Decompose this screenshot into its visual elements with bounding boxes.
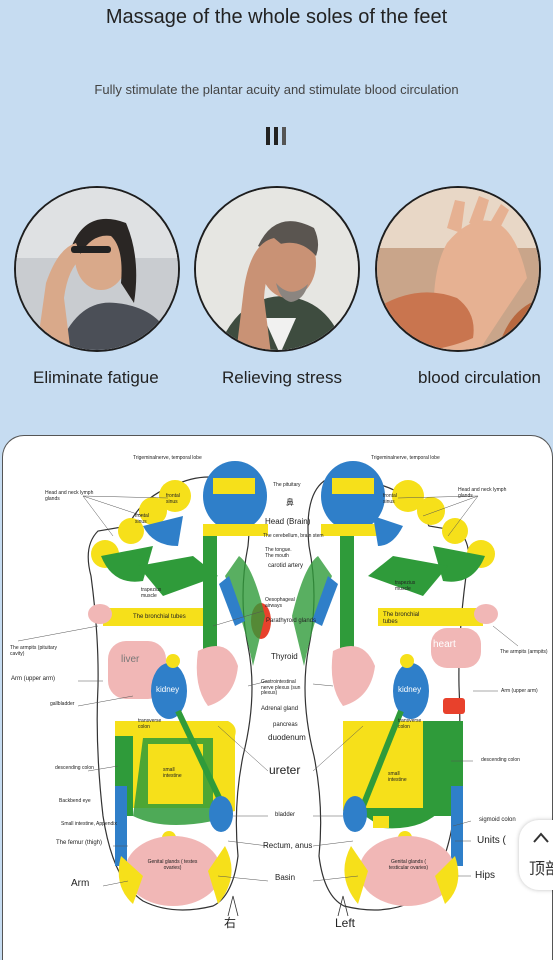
label-units: Units ( [477,835,506,846]
label-trapezius-left: trapezius muscle [141,587,162,599]
label-liver: liver [121,654,140,665]
label-pituitary: The pituitary [273,482,301,488]
label-tongue-mouth: The tongue. The mouth [265,547,292,559]
label-kidney-left: kidney [156,685,180,694]
foot-diagram [17,461,519,917]
label-bronchial-left: The bronchial tubes [133,614,186,620]
caption-fatigue: Eliminate fatigue [33,368,159,387]
label-adrenal: Adrenal gland [261,706,299,712]
label-rectum-anus: Rectum, anus [263,841,313,850]
left-arrow-icon [337,895,349,917]
label-head-brain: Head (Brain) [265,517,311,526]
label-arm-upper-left: Arm (upper arm) [11,676,56,682]
label-genital-left: Genital glands ( testes ovaries) [147,859,198,871]
label-lymph-right: Head and neck lymph glands [458,487,507,499]
reflexology-chart: Trigeminalnerve, temporal lobe Trigemina… [2,435,553,960]
label-sigmoid-colon: sigmoid colon [479,817,516,823]
back-to-top-label: 顶部 [529,859,553,878]
label-genital-right: Genital glands ( testicular ovaries) [388,859,429,871]
label-ureter: ureter [269,763,301,777]
label-kidney-right: kidney [398,685,422,694]
label-transverse-right: transverse colon [398,718,422,730]
label-lymph-left: Head and neck lymph glands [45,490,94,502]
label-thyroid: Thyroid [271,652,298,661]
label-femur: The femur (thigh) [56,840,103,846]
massage-photo [375,186,541,352]
label-bladder: bladder [275,812,296,818]
caption-circulation: blood circulation [418,368,541,387]
label-left-foot: Left [335,916,356,930]
right-foot [87,461,271,911]
label-frontal-sinus-2: frontal sinus [135,513,149,525]
label-oesophageal: Oesophageal airways [265,597,295,609]
label-descending-colon: descending colon [55,765,94,771]
page-subtitle: Fully stimulate the plantar acuity and s… [94,82,459,97]
label-arm-upper-right: Arm (upper arm) [501,688,538,694]
right-arrow-icon [227,895,239,917]
label-gastro: Gastrointestinal nerve plexus (sun plexu… [261,679,301,696]
label-small-intestine-appendix: Small intestine, Appendix [61,821,117,827]
label-descending-colon-right: descending colon [481,757,520,763]
label-nose: 鼻 [286,498,294,507]
label-small-intestine-right: small intestine [388,771,407,783]
label-cerebellum: The cerebellum, brain stem [263,533,324,539]
label-backbend-eye: Backbend eye [59,798,91,804]
label-trigeminal-right: Trigeminalnerve, temporal lobe [371,455,440,461]
caption-stress: Relieving stress [222,368,342,387]
back-to-top-button[interactable]: 顶部 [519,820,553,890]
left-foot [292,461,498,911]
label-frontal-sinus-1: frontal sinus [166,493,180,505]
label-hips: Hips [475,870,496,881]
label-basin: Basin [275,873,296,882]
leader-lines [17,495,519,887]
label-bronchial-right: The bronchial tubes [383,612,420,625]
label-pancreas: pancreas [273,722,298,728]
fatigue-photo [14,186,180,352]
label-heart: heart [433,639,456,650]
label-armpits-left: The armpits (pituitary cavity) [10,645,57,657]
stress-photo [194,186,360,352]
label-trapezius-right: trapezius muscle [395,580,416,592]
label-small-intestine-left: small intestine [163,767,182,779]
label-carotid: carotid artery [268,563,304,569]
label-arm: Arm [71,878,90,889]
label-duodenum: duodenum [268,733,306,742]
page-title: Massage of the whole soles of the feet [105,6,448,28]
divider-bars-icon [264,127,290,147]
label-transverse-left: transverse colon [138,718,162,730]
chevron-up-icon [533,832,549,843]
label-trigeminal-left: Trigeminalnerve, temporal lobe [133,455,202,461]
label-gallbladder: gallbladder [50,701,75,707]
label-right-foot: 右 [224,916,237,930]
label-parathyroid: Parathyroid glands [266,618,317,624]
label-frontal-sinus-3: frontal sinus [383,493,397,505]
label-armpits-right: The armpits (armpits) [500,649,548,655]
